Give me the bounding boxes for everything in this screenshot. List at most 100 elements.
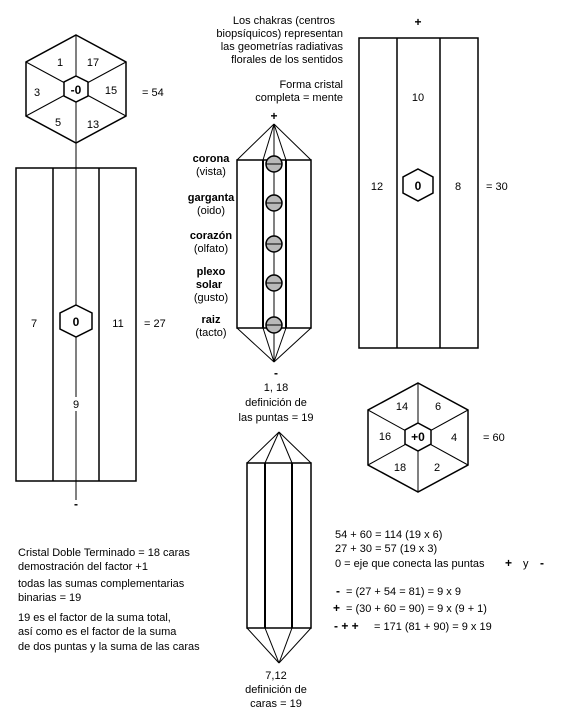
bottom-crystal: 7,12 definición de caras = 19 (245, 431, 312, 710)
chakra-sense: (olfato) (194, 243, 228, 255)
chakra-node (265, 155, 283, 173)
left-column-center: 0 (73, 315, 80, 329)
equation-line: 0 = eje que conecta las puntas (335, 558, 485, 570)
left-column-right-value: 11 (112, 318, 123, 330)
bottom-hexagon-value: 18 (394, 462, 406, 474)
crystal-facet-line (273, 327, 287, 363)
crystal-plus-sign: + (270, 109, 277, 123)
top-hexagon-sum: = 54 (142, 87, 164, 99)
top-hexagon: -0 1 17 3 15 5 13 = 54 (25, 34, 164, 144)
bottom-hexagon-center-cell (404, 422, 432, 452)
points-caption-line: 1, 18 (264, 382, 288, 394)
right-column-plus-sign: + (414, 15, 421, 29)
note-line: todas las sumas complementarias (18, 578, 185, 590)
equation-sign: - + + (334, 619, 359, 633)
chakra-node (265, 235, 283, 253)
bottom-crystal-facet-line (264, 627, 280, 664)
bottom-crystal-body (246, 462, 312, 629)
equation-line: 27 + 30 = 57 (19 x 3) (335, 543, 437, 555)
intro-line: las geometrías radiativas (221, 41, 344, 53)
left-axis-label-bg (70, 397, 82, 411)
note-line: demostración del factor +1 (18, 561, 148, 573)
chakra-sense: (gusto) (194, 292, 228, 304)
chakra-sense: (tacto) (195, 327, 226, 339)
crystal-facet-line (273, 123, 287, 161)
crystal-facet-line (262, 327, 275, 363)
right-column-left-value: 12 (371, 181, 383, 193)
equation-sign: + (333, 601, 340, 615)
chakra-name: plexo (197, 266, 226, 278)
top-hexagon-value: 15 (105, 85, 117, 97)
bottom-hexagon-value: 14 (396, 401, 408, 413)
bottom-hexagon-sum: = 60 (483, 432, 505, 444)
top-hexagon-center-cell (63, 75, 89, 103)
faces-caption-line: caras = 19 (250, 698, 302, 710)
left-column-left-value: 7 (31, 318, 37, 330)
chakra-node (265, 274, 283, 292)
central-crystal: + (236, 109, 314, 424)
crystal-facet-line (236, 327, 275, 363)
chakra-node (265, 316, 283, 334)
crystal-facet-line (236, 123, 275, 161)
crystal-caption-line: Forma cristal (279, 79, 343, 91)
equation-line: = (30 + 60 = 90) = 9 x (9 + 1) (346, 603, 487, 615)
crystal-facet-line (262, 123, 275, 161)
equations: 54 + 60 = 114 (19 x 6) 27 + 30 = 57 (19 … (333, 529, 544, 633)
top-hexagon-value: 3 (34, 87, 40, 99)
crystal-caption-line: completa = mente (255, 92, 343, 104)
right-column-outline (358, 37, 479, 349)
bottom-crystal-facet-line (278, 627, 312, 664)
top-hexagon-center: -0 (71, 83, 82, 97)
bottom-hexagon-value: 16 (379, 431, 391, 443)
right-column-right-value: 8 (455, 181, 461, 193)
equation-line: = 171 (81 + 90) = 9 x 19 (374, 621, 492, 633)
points-caption-line: las puntas = 19 (239, 412, 314, 424)
equation-plus-sign: + (505, 556, 512, 570)
chakra-sense: (vista) (196, 166, 226, 178)
intro-text: Los chakras (centros biopsíquicos) repre… (216, 15, 343, 104)
bottom-hexagon-value: 4 (451, 432, 457, 444)
equation-minus-sign: - (540, 556, 544, 570)
chakra-name: corazón (190, 230, 232, 242)
left-column-sum: = 27 (144, 318, 166, 330)
left-column: 0 7 11 9 = 27 - (15, 143, 166, 511)
chakra-name: raiz (202, 314, 221, 326)
faces-caption-line: definición de (245, 684, 307, 696)
chakra-node (265, 194, 283, 212)
crystal-facet-line (273, 327, 312, 363)
bottom-crystal-facet-line (246, 627, 280, 664)
right-column-center: 0 (415, 179, 422, 193)
chakra-name: garganta (188, 192, 235, 204)
equation-y: y (523, 558, 529, 570)
bottom-hexagon-center: +0 (411, 430, 425, 444)
top-hexagon-value: 1 (57, 57, 63, 69)
chakra-sense: (oido) (197, 205, 225, 217)
top-hexagon-value: 17 (87, 57, 99, 69)
bottom-crystal-facet-line (278, 431, 312, 464)
note-line: 19 es el factor de la suma total, (18, 612, 171, 624)
right-column: + 0 10 12 8 = 30 (358, 15, 508, 349)
equation-line: = (27 + 54 = 81) = 9 x 9 (346, 586, 461, 598)
points-caption-line: definición de (245, 397, 307, 409)
note-line: binarias = 19 (18, 592, 81, 604)
crystal-facet-line (273, 123, 312, 161)
bottom-crystal-facet-line (278, 431, 293, 464)
top-hexagon-value: 13 (87, 119, 99, 131)
bottom-crystal-facet-line (264, 431, 280, 464)
intro-line: Los chakras (centros (233, 15, 336, 27)
bottom-crystal-facet-line (278, 627, 293, 664)
note-line: Cristal Doble Terminado = 18 caras (18, 547, 190, 559)
bottom-hexagon-value: 6 (435, 401, 441, 413)
intro-line: biopsíquicos) representan (216, 28, 343, 40)
bottom-hexagon-value: 2 (434, 462, 440, 474)
chakra-name: corona (193, 153, 231, 165)
chakra-labels: corona (vista) garganta (oido) corazón (… (188, 153, 235, 339)
crystal-minus-sign: - (274, 366, 278, 380)
intro-line: florales de los sentidos (231, 54, 343, 66)
left-column-center-hexagon (59, 304, 93, 338)
left-column-minus-sign: - (74, 497, 78, 511)
note-line: así como es el factor de la suma (18, 626, 177, 638)
left-column-outline (15, 167, 137, 482)
right-column-center-hexagon (402, 168, 434, 202)
